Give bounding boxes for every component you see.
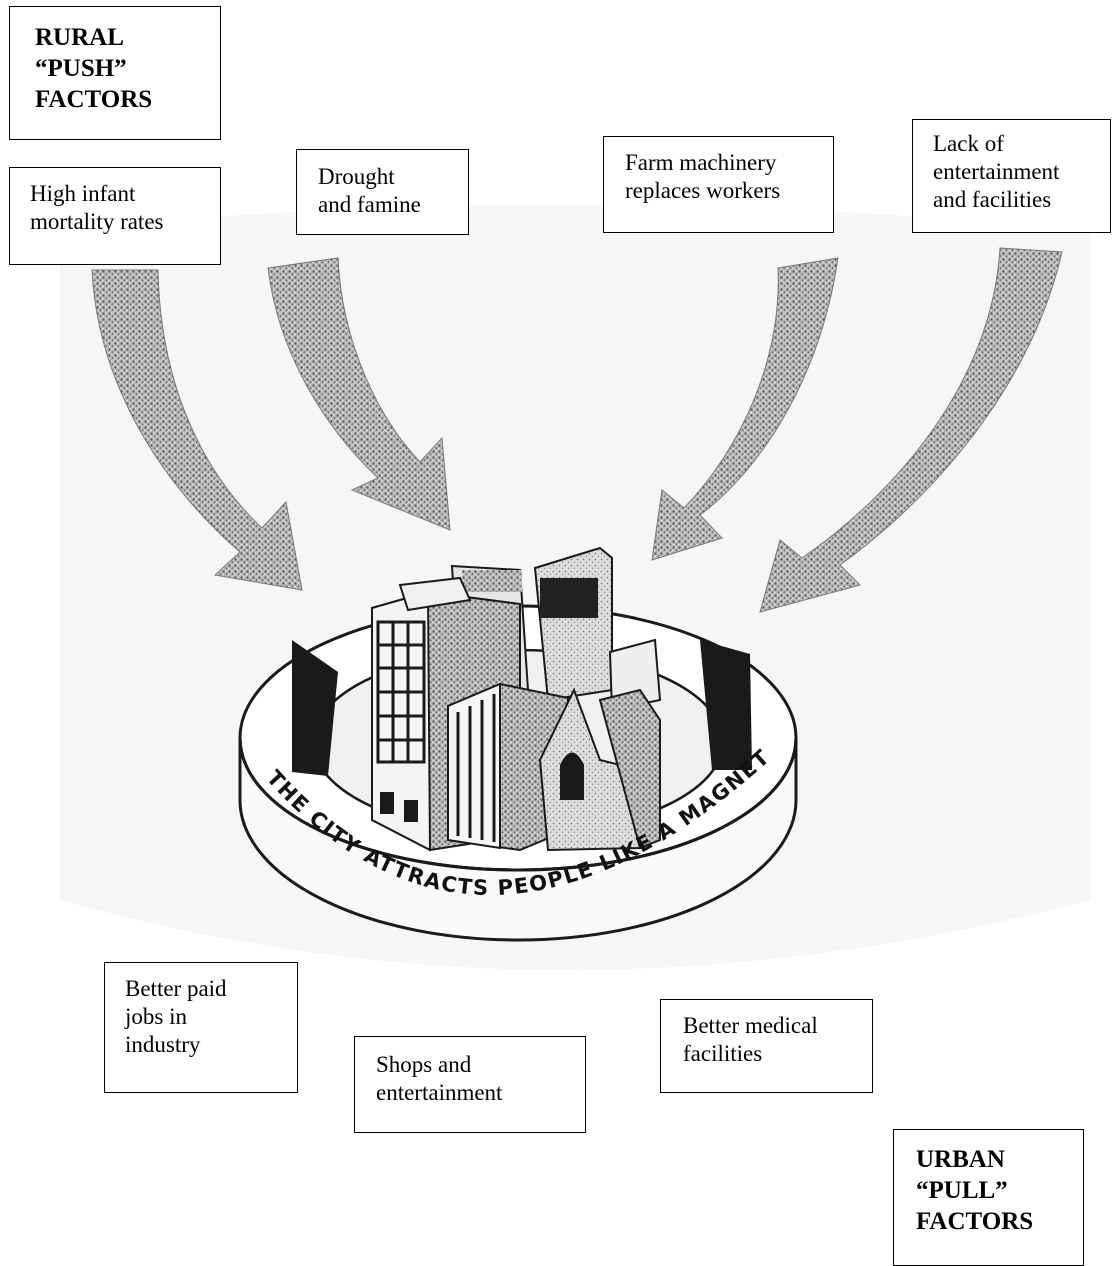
push-arrow-entertainment (759, 247, 1063, 613)
push-factor-drought: Drought and famine (296, 149, 469, 235)
push-arrow-farm-machinery (651, 257, 839, 561)
city-buildings (371, 546, 662, 852)
push-factor-infant-mortality: High infant mortality rates (9, 167, 221, 265)
push-arrow-drought (267, 257, 451, 531)
push-arrow-infant-mortality (91, 269, 303, 591)
magnet-pole-right (700, 640, 752, 770)
pull-factor-medical: Better medical facilities (660, 999, 873, 1093)
pull-factor-shops: Shops and entertainment (354, 1036, 586, 1133)
magnet-pole-left (292, 640, 338, 776)
push-arrows (91, 247, 1063, 613)
push-factor-entertainment: Lack of entertainment and facilities (912, 119, 1111, 233)
push-factor-farm-machinery: Farm machinery replaces workers (603, 136, 834, 233)
push-factors-title: RURAL “PUSH” FACTORS (9, 6, 221, 140)
pull-factors-title: URBAN “PULL” FACTORS (893, 1129, 1084, 1266)
pull-factor-jobs: Better paid jobs in industry (104, 962, 298, 1093)
